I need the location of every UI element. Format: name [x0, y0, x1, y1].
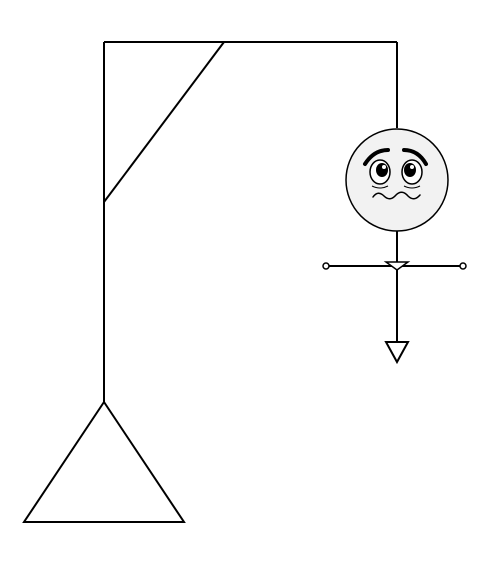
gallows-base — [22, 400, 186, 523]
foot — [384, 341, 410, 365]
right-hand — [459, 262, 467, 270]
shoulder-marker — [383, 261, 411, 271]
left-hand — [322, 262, 330, 270]
head — [345, 128, 449, 232]
gallows-brace — [103, 41, 225, 203]
worried-face-icon — [345, 128, 449, 232]
